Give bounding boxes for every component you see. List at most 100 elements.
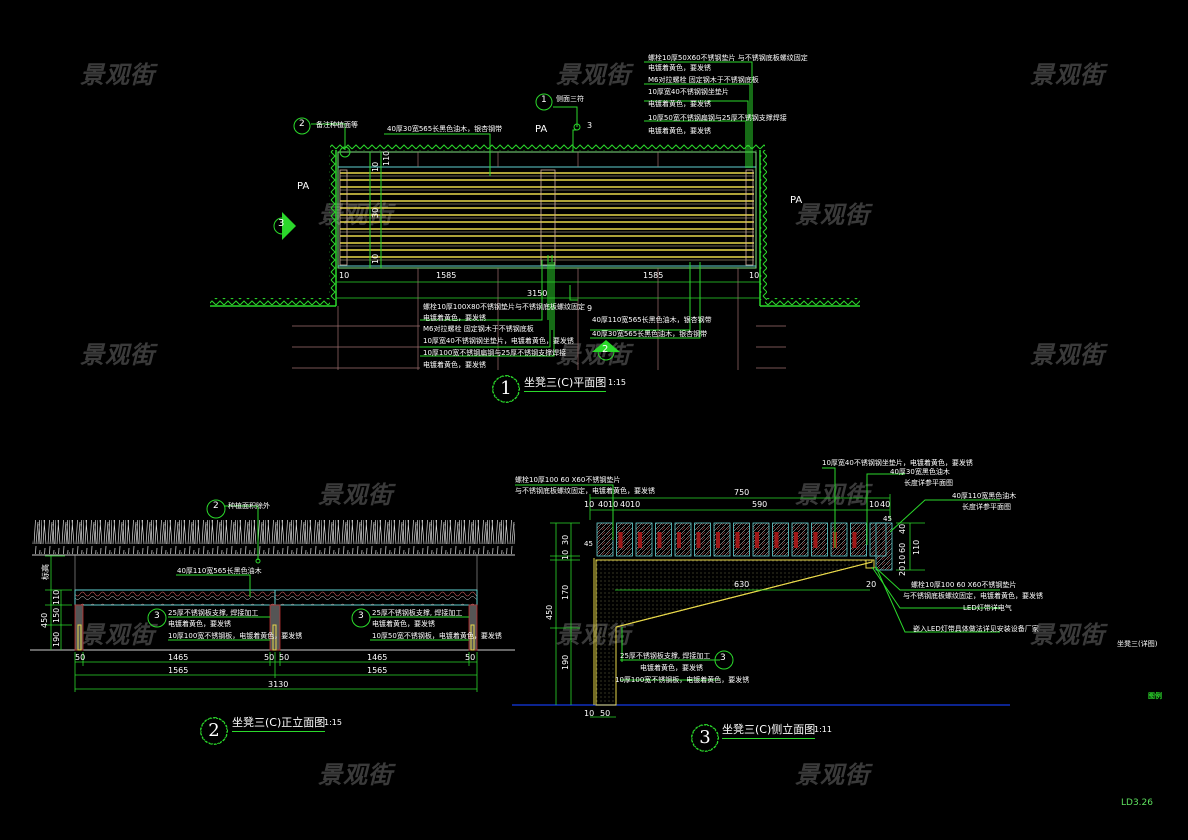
- dim-label: 750: [734, 488, 750, 497]
- watermark: 景观街: [1030, 341, 1105, 369]
- drawing-number: 3: [691, 724, 719, 752]
- front-note: 25厚不锈钢板支撑, 焊接加工: [372, 609, 463, 617]
- side-note: 电镀着黄色，要发锈: [640, 664, 703, 672]
- watermark: 景观街: [80, 341, 155, 369]
- side-note: 长度详参平面图: [962, 503, 1011, 511]
- plan-top-note: M6对拉螺栓 固定钢木于不锈钢底板: [648, 76, 759, 84]
- dim-label: 10: [630, 500, 641, 509]
- drawing-number: 2: [200, 717, 228, 745]
- front-note: 电镀着黄色，要发锈: [168, 620, 231, 628]
- steel-spacer: [657, 532, 662, 548]
- dim-label: 10: [608, 500, 619, 509]
- dim-label: 3130: [268, 680, 289, 689]
- dim-label: 10: [584, 500, 595, 509]
- side-note: 25厚不锈钢板支撑, 焊接加工: [620, 652, 711, 660]
- side-note: 嵌入LED灯带具体做法详见安装设备厂家: [913, 625, 1039, 633]
- plan-top-note: 10厚50宽不锈钢扁钢与25厚不锈钢支撑焊接: [648, 114, 787, 122]
- side-note: 与不锈钢底板螺纹固定，电镀着黄色，要发锈: [903, 592, 1043, 600]
- dim-label: 1565: [168, 666, 189, 675]
- plan-bottom-note: 10厚宽40不锈钢钢坐垫片，电镀着黄色，要发锈: [423, 337, 574, 345]
- steel-spacer: [852, 532, 857, 548]
- dim-label: 450: [40, 612, 49, 628]
- dim-label: 1465: [367, 653, 388, 662]
- front-title: 坐凳三(C)正立面图: [232, 714, 326, 732]
- callout-ref-number: 2: [299, 119, 305, 129]
- plan-view: [210, 61, 860, 370]
- front-note: 10厚100宽不锈钢板，电镀着黄色，要发锈: [168, 632, 303, 640]
- dim-label: 50: [264, 653, 275, 662]
- callout-ref-label: 侧面三符: [556, 95, 584, 103]
- plan-wood-note: 40厚30宽565长黑色油木，银杏钢带: [387, 125, 503, 133]
- steel-spacer: [618, 532, 623, 548]
- plan-bottom-note: M6对拉螺栓 固定钢木于不锈钢底板: [423, 325, 534, 333]
- wood-slat: [596, 522, 614, 557]
- dim-label: 10: [371, 161, 380, 172]
- steel-spacer: [794, 532, 798, 548]
- dim-label: 110: [52, 589, 61, 605]
- legend-label: 坐凳三(详图): [1117, 640, 1158, 648]
- dim-label: 190: [52, 631, 61, 647]
- side-note: 与不锈钢底板螺纹固定，电镀着黄色，要发锈: [515, 487, 655, 495]
- side-elevation-view: [512, 467, 1010, 718]
- dim-label: 50: [600, 709, 611, 718]
- dim-label: 标高: [41, 564, 50, 580]
- plan-top-note: 电镀着黄色，要发锈: [648, 100, 711, 108]
- steel-spacer: [696, 532, 701, 548]
- side-scale: 1:11: [814, 725, 832, 734]
- ref-label: 3: [587, 121, 593, 130]
- ref-number: 3: [720, 653, 726, 663]
- dim-label: 10: [749, 271, 760, 280]
- dim-label: 60: [898, 542, 907, 553]
- dim-label: 630: [734, 580, 750, 589]
- sheet-code: LD3.26: [1121, 798, 1153, 808]
- dim-label: 50: [279, 653, 290, 662]
- side-note: 10厚宽40不锈钢钢坐垫片，电镀着黄色，要发锈: [822, 459, 973, 467]
- callout-ref-number: 2: [213, 501, 219, 511]
- side-note: 10厚100宽不锈钢板，电镀着黄色，要发锈: [615, 676, 750, 684]
- section-marker-label: 3: [278, 218, 285, 229]
- plan-top-note: 10厚宽40不锈钢钢坐垫片: [648, 88, 729, 96]
- plan-title: 坐凳三(C)平面图: [524, 374, 607, 392]
- front-note: 电镀着黄色，要发锈: [372, 620, 435, 628]
- ref-number: 3: [154, 611, 160, 621]
- plan-top-note: 电镀着黄色，要发锈: [648, 127, 711, 135]
- watermark: 景观街: [1030, 621, 1105, 649]
- plan-bottom-note: 40厚110宽565长黑色油木，银杏钢带: [592, 316, 712, 324]
- watermark: 景观街: [318, 481, 393, 509]
- dim-label: 3150: [527, 289, 548, 298]
- callout-ref-label: 备注种植面等: [316, 121, 358, 129]
- watermark: 景观街: [1030, 61, 1105, 89]
- dim-label: 45: [584, 540, 593, 548]
- watermark: 景观街: [318, 761, 393, 789]
- dim-label: 10: [869, 500, 880, 509]
- side-note: 长度详参平面图: [904, 479, 953, 487]
- plan-bottom-note: 10厚100宽不锈钢扁钢与25厚不锈钢支撑焊接: [423, 349, 567, 357]
- plan-bottom-note: 电镀着黄色，要发锈: [423, 361, 486, 369]
- side-title: 坐凳三(C)侧立面图: [722, 721, 816, 739]
- dim-label: 450: [545, 604, 554, 620]
- dim-label: 50: [465, 653, 476, 662]
- dim-label: 10: [898, 554, 907, 565]
- watermark: 景观街: [556, 341, 631, 369]
- watermark: 景观街: [80, 61, 155, 89]
- dim-label: 20: [898, 565, 907, 576]
- dim-label: 110: [912, 539, 921, 555]
- area-label: PA: [790, 195, 803, 206]
- dim-label: 40: [598, 500, 609, 509]
- dim-label: 10: [371, 253, 380, 264]
- side-note: 螺栓10厚100 60 X60不锈钢垫片: [515, 476, 621, 484]
- dim-label: 1565: [367, 666, 388, 675]
- dim-label: 110: [382, 150, 391, 166]
- steel-spacer: [735, 532, 740, 548]
- steel-spacer: [677, 532, 681, 548]
- steel-spacer: [638, 532, 642, 548]
- side-note: 螺栓10厚100 60 X60不锈钢垫片: [911, 581, 1017, 589]
- legend-tag: 图例: [1148, 692, 1162, 700]
- steel-spacer: [755, 532, 759, 548]
- dim-label: 170: [561, 584, 570, 600]
- drawing-number: 1: [492, 375, 520, 403]
- front-scale: 1:15: [324, 718, 342, 727]
- plan-top-note: 电镀着黄色，要发锈: [648, 64, 711, 72]
- plan-scale: 1:15: [608, 378, 626, 387]
